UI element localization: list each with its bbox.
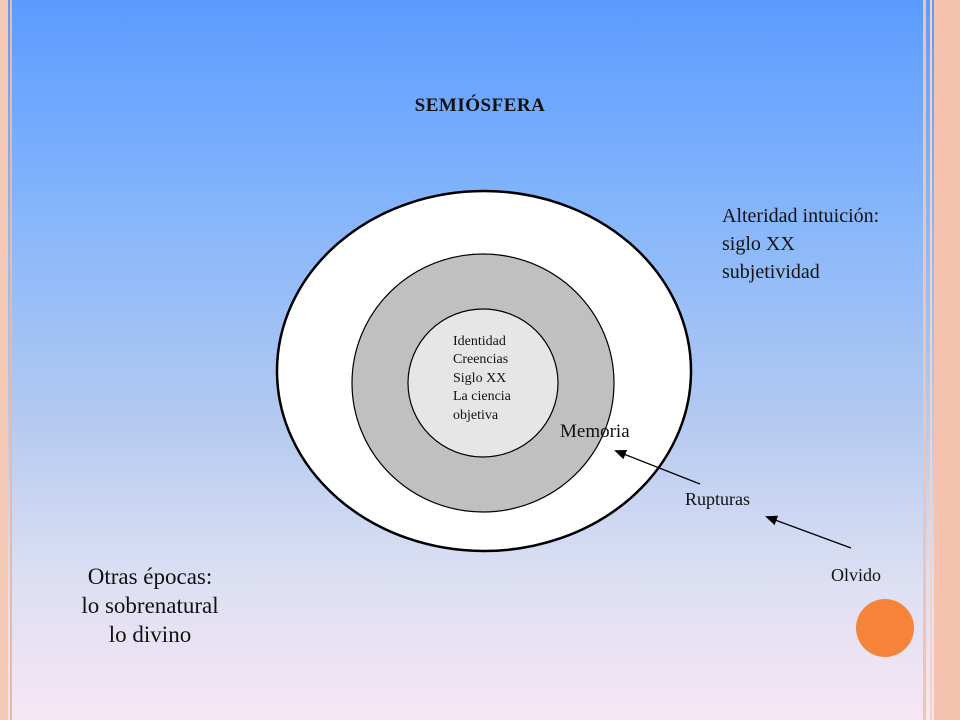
core-label-line: Siglo XX <box>453 370 507 386</box>
orange-circle-decoration <box>856 599 914 657</box>
rupturas-label: Rupturas <box>685 489 750 509</box>
outside-label-line: Otras épocas: <box>87 564 213 589</box>
outer-label-line: subjetividad <box>722 261 820 283</box>
outside-label-line: lo divino <box>108 622 192 647</box>
core-label-line: La ciencia <box>453 389 511 405</box>
right-border-line-inner <box>930 0 932 720</box>
memoria-label: Memoria <box>560 421 630 442</box>
olvido-label: Olvido <box>831 565 882 585</box>
outside-label: Otras épocas: lo sobrenatural lo divino <box>52 562 248 649</box>
right-border-line <box>923 0 926 720</box>
left-border-stripe <box>0 0 8 720</box>
core-label-line: objetiva <box>453 407 499 423</box>
olvido-arrow <box>765 515 852 549</box>
outer-label: Alteridad intuición: siglo XX subjetivid… <box>722 202 879 286</box>
slide-title: SEMIÓSFERA <box>414 95 546 116</box>
core-label: Identidad Creencias Siglo XX La ciencia … <box>453 333 511 425</box>
left-border-line <box>10 0 12 720</box>
core-label-line: Identidad <box>453 334 506 349</box>
core-label-line: Creencias <box>453 352 509 368</box>
outer-label-line: siglo XX <box>722 233 795 255</box>
core-circle <box>407 308 559 458</box>
rupturas-arrow <box>614 450 701 485</box>
right-border-stripe <box>934 0 960 720</box>
outside-label-line: lo sobrenatural <box>81 593 219 618</box>
outer-label-line: Alteridad intuición: <box>722 205 880 227</box>
